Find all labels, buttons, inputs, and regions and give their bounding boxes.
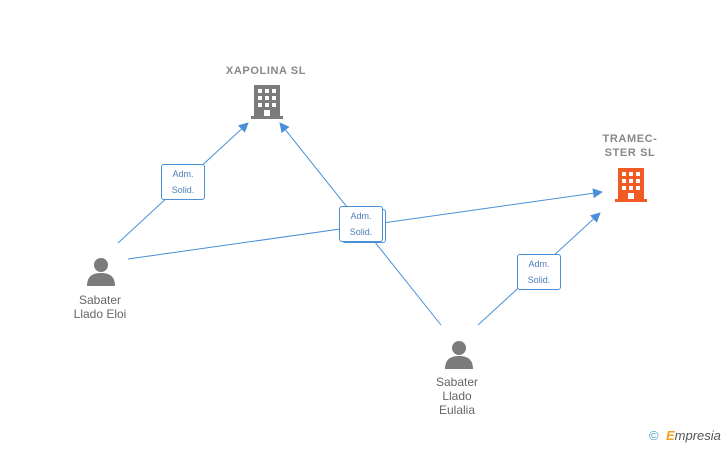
relation-type: Solid. bbox=[349, 227, 373, 237]
relation-role: Adm. bbox=[172, 169, 194, 179]
relation-label-eulalia-tramecster[interactable]: Adm. Solid. bbox=[517, 254, 561, 290]
relation-role: Adm. bbox=[528, 259, 550, 269]
person-name-eloi[interactable]: Sabater Llado Eloi bbox=[73, 293, 127, 321]
building-icon[interactable] bbox=[615, 167, 647, 203]
person-icon[interactable] bbox=[85, 256, 117, 288]
brand-initial: E bbox=[666, 428, 675, 443]
building-icon[interactable] bbox=[251, 84, 283, 120]
person-icon[interactable] bbox=[443, 339, 475, 371]
company-name-tramecster[interactable]: TRAMEC- STER SL bbox=[602, 133, 658, 159]
relation-label-center[interactable]: Adm. Solid. bbox=[339, 206, 383, 242]
person-name-eulalia[interactable]: Sabater Llado Eulalia bbox=[435, 375, 479, 417]
relation-role: Adm. bbox=[350, 211, 372, 221]
copyright-icon: © bbox=[649, 428, 659, 443]
relation-type: Solid. bbox=[171, 185, 195, 195]
empresia-logo[interactable]: Empresia bbox=[666, 428, 721, 443]
brand-name: mpresia bbox=[674, 428, 721, 443]
company-name-xapolina[interactable]: XAPOLINA SL bbox=[225, 65, 307, 77]
relation-type: Solid. bbox=[527, 275, 551, 285]
relation-label-eloi-xapolina[interactable]: Adm. Solid. bbox=[161, 164, 205, 200]
